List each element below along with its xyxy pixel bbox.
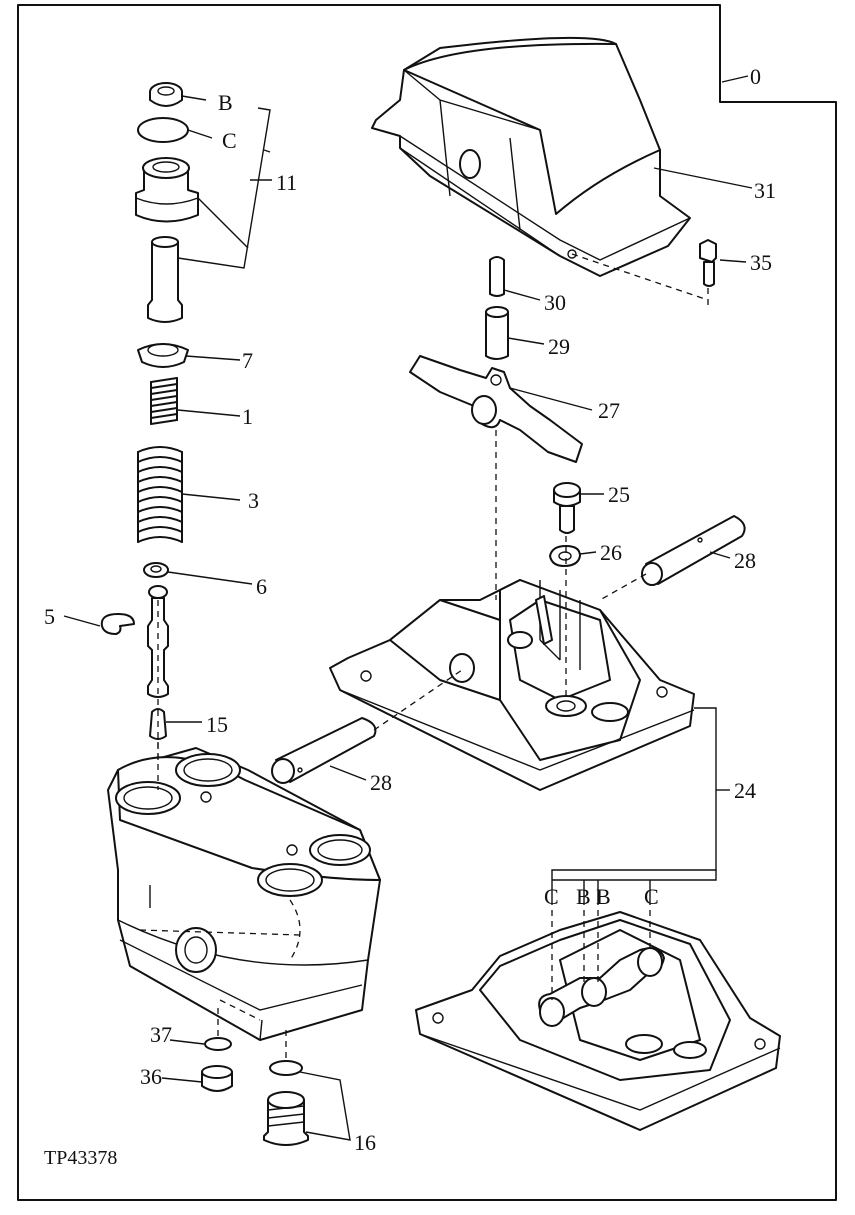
callout-29: 29 xyxy=(548,334,570,359)
callout-28-lower: 28 xyxy=(370,770,392,795)
callout-1: 1 xyxy=(242,404,253,429)
part-6-washer xyxy=(143,562,169,578)
part-24-upper-base xyxy=(329,579,695,791)
part-1-inner-spring xyxy=(150,377,178,425)
callout-16: 16 xyxy=(354,1130,376,1155)
callout-b-right-base: B xyxy=(596,884,611,909)
part-28-pin-lower xyxy=(271,717,377,784)
callout-c-left-base: C xyxy=(544,884,559,909)
part-25-screw xyxy=(553,482,581,534)
part-30-pin xyxy=(489,256,505,297)
part-c-o-ring xyxy=(137,117,189,143)
part-5-clip xyxy=(100,613,135,635)
part-28-pin-upper xyxy=(641,515,746,586)
callout-3: 3 xyxy=(248,488,259,513)
part-27-cam-plate xyxy=(409,355,583,463)
callout-15: 15 xyxy=(206,712,228,737)
callout-37: 37 xyxy=(150,1022,172,1047)
leader-lines xyxy=(63,75,753,1141)
callout-36: 36 xyxy=(140,1064,162,1089)
callout-c-right-base: C xyxy=(644,884,659,909)
part-36-plug xyxy=(201,1065,233,1092)
callout-28-upper: 28 xyxy=(734,548,756,573)
part-3-outer-spring xyxy=(137,446,183,543)
callout-11: 11 xyxy=(276,170,297,195)
part-11-bushing xyxy=(135,157,199,223)
valve-body-housing xyxy=(107,747,381,1041)
part-16-o-ring xyxy=(269,1060,303,1076)
part-24-lower-base xyxy=(415,911,781,1131)
part-37-o-ring xyxy=(204,1037,232,1051)
part-31-boot-cover xyxy=(371,36,691,277)
callout-25: 25 xyxy=(608,482,630,507)
part-b-seal xyxy=(149,82,183,107)
part-16-plug xyxy=(263,1091,309,1146)
callout-0: 0 xyxy=(750,64,761,89)
callout-35: 35 xyxy=(750,250,772,275)
callout-24: 24 xyxy=(734,778,756,803)
callout-b-left-base: B xyxy=(576,884,591,909)
callout-6: 6 xyxy=(256,574,267,599)
callout-7: 7 xyxy=(242,348,253,373)
callout-31: 31 xyxy=(754,178,776,203)
callout-26: 26 xyxy=(600,540,622,565)
callout-30: 30 xyxy=(544,290,566,315)
figure-code: TP43378 xyxy=(44,1147,117,1169)
part-7-retainer xyxy=(137,343,189,368)
part-29-sleeve xyxy=(485,306,509,360)
part-35-bolt xyxy=(699,239,717,287)
callout-5: 5 xyxy=(44,604,55,629)
callout-27: 27 xyxy=(598,398,620,423)
frame-border xyxy=(17,4,837,1201)
callout-b-top: B xyxy=(218,90,233,115)
callout-c-top: C xyxy=(222,128,237,153)
part-11-plunger xyxy=(147,236,183,323)
part-26-lock-ring xyxy=(549,545,581,567)
callout-labels: B C 11 7 1 3 6 5 15 37 36 16 TP43378 0 3… xyxy=(44,64,776,1169)
